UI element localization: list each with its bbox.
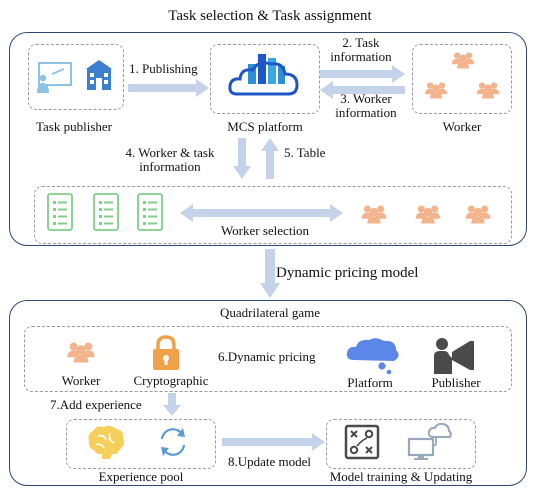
publisher-label: Publisher [431, 375, 481, 390]
worker-group-icon [416, 46, 510, 110]
checklist-doc-icon [137, 193, 163, 231]
step2-line1: 2. Task [342, 35, 380, 50]
step7-label: 7.Add experience [50, 397, 142, 412]
publishing-arrow [128, 79, 209, 97]
thought-cloud-icon [342, 336, 404, 376]
quadrilateral-game-panel [9, 300, 527, 486]
presentation-board-icon [34, 60, 74, 94]
step2-label: 2. Task information [326, 36, 396, 64]
lock-icon [150, 334, 182, 372]
megaphone-person-icon [432, 336, 478, 376]
brain-icon [86, 424, 126, 460]
school-building-icon [82, 58, 116, 92]
worker-label-bottom: Worker [61, 373, 101, 388]
step4-line2: information [139, 159, 201, 174]
step3-line1: 3. Worker [340, 91, 392, 106]
step3-label: 3. Worker information [326, 92, 406, 120]
step5-label: 5. Table [284, 145, 326, 160]
add-experience-arrow [163, 393, 181, 416]
task-assignment-panel [9, 32, 527, 246]
cloud-server-icon [227, 48, 303, 104]
step4-label: 4. Worker & task information [112, 146, 228, 174]
worker-selection-arrow [180, 204, 343, 222]
dynamic-pricing-step-label: 6.Dynamic pricing [218, 349, 316, 364]
worker-selection-label: Worker selection [220, 223, 310, 238]
step8-label: 8.Update model [228, 454, 312, 469]
worker-selection-box [34, 186, 512, 244]
strategy-board-icon [344, 424, 380, 460]
step3-line2: information [335, 105, 397, 120]
top-section-title: Task selection & Task assignment [168, 8, 372, 24]
mcs-platform-box [210, 44, 320, 114]
step4-line1: 4. Worker & task [125, 145, 215, 160]
platform-label: Platform [347, 375, 393, 390]
worker-group-icon [58, 336, 104, 368]
checklist-doc-icon [47, 193, 73, 231]
step1-label: 1. Publishing [129, 61, 198, 76]
checklist-doc-icon [93, 193, 119, 231]
task-publisher-box [28, 44, 124, 110]
worker-information-arrow [320, 81, 405, 99]
dynamic-pricing-arrow [260, 249, 280, 298]
worker-task-info-arrow [233, 138, 251, 179]
quadrilateral-game-title: Quadrilateral game [220, 305, 320, 320]
model-training-box [326, 419, 476, 469]
worker-box [412, 44, 512, 114]
dynamic-pricing-model-label: Dynamic pricing model [276, 265, 419, 281]
checklist-doc-icons [47, 193, 163, 231]
experience-pool-box [66, 419, 216, 469]
cryptographic-label: Cryptographic [133, 373, 209, 388]
cloud-computer-icon [406, 423, 452, 461]
refresh-cycle-icon [156, 425, 190, 459]
task-publisher-label: Task publisher [36, 119, 112, 134]
task-information-arrow [320, 65, 405, 83]
step2-line2: information [330, 49, 392, 64]
worker-label-top: Worker [442, 119, 482, 134]
model-training-label: Model training & Updating [329, 469, 473, 484]
worker-group-icons-selection [348, 196, 504, 230]
experience-pool-label: Experience pool [98, 469, 184, 484]
update-model-arrow [222, 433, 325, 451]
table-arrow [261, 138, 279, 179]
game-participants-box [24, 326, 512, 392]
mcs-platform-label: MCS platform [227, 119, 303, 134]
